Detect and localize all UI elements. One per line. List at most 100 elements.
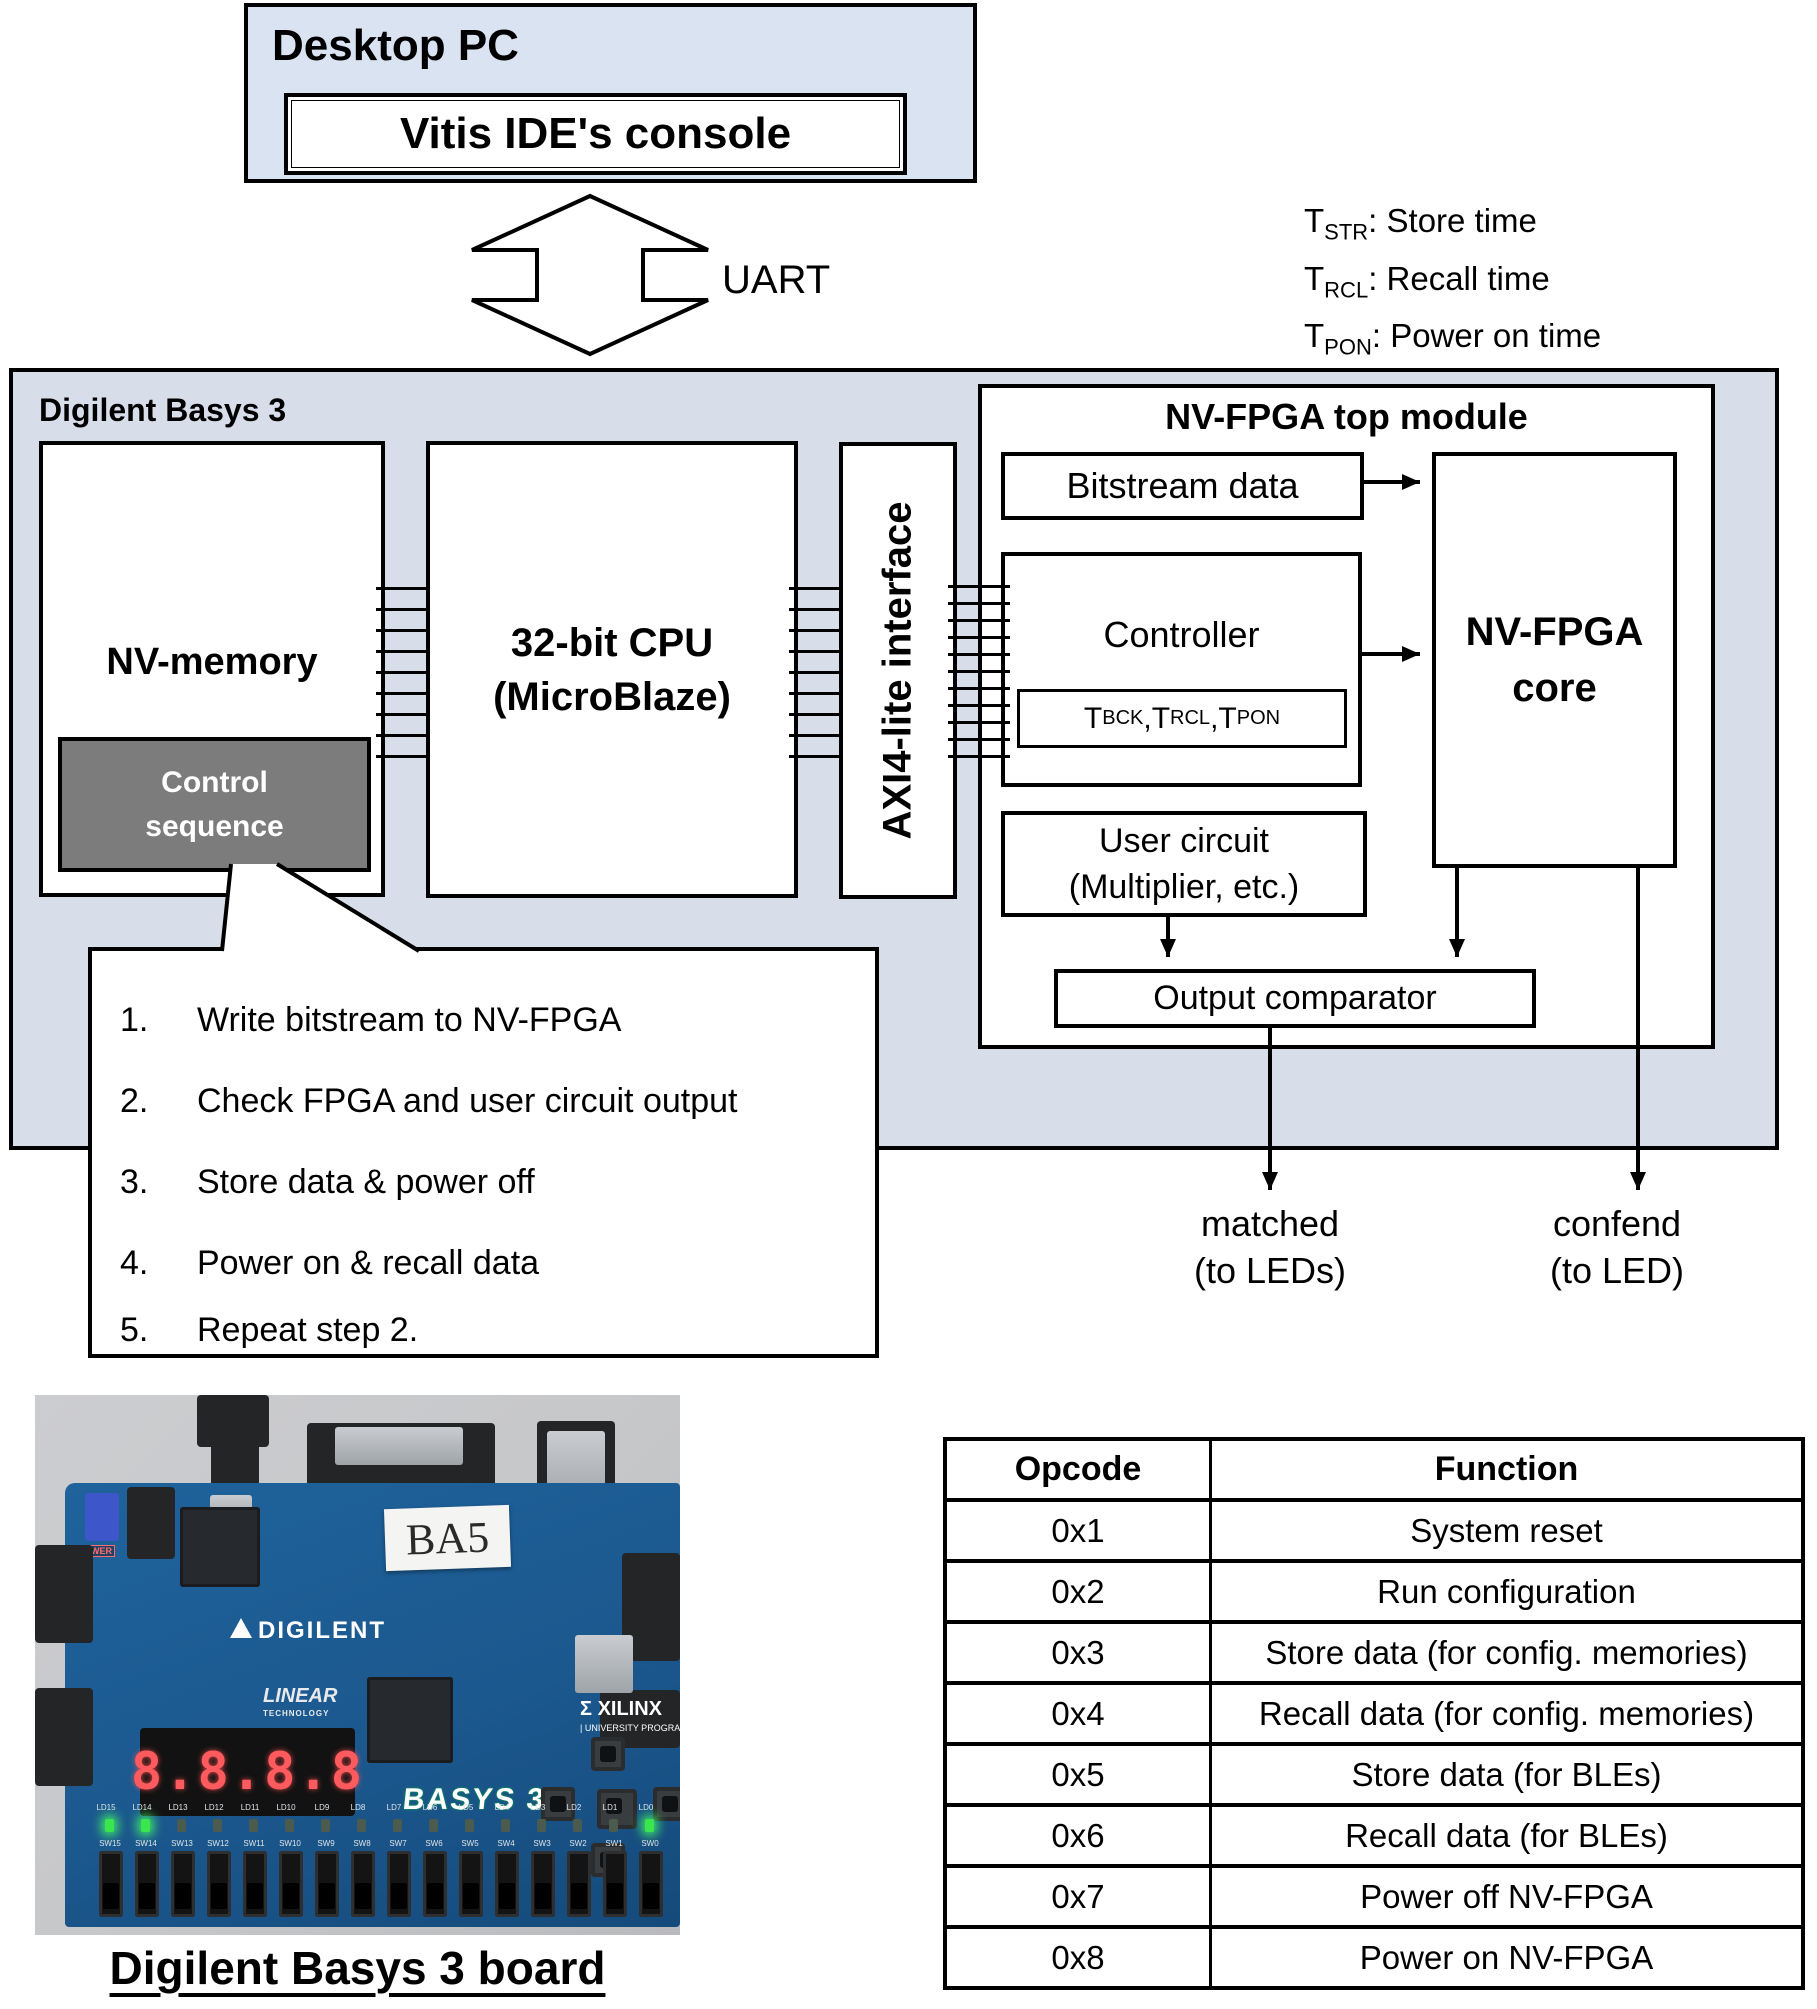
xilinx-logo: Σ XILINX| UNIVERSITY PROGRAM [580,1698,680,1733]
control-sequence-box: Control sequence [58,737,371,872]
led-indicator [177,1819,186,1832]
switch-label: SW0 [641,1839,659,1848]
controller-label: Controller [1103,614,1260,655]
led-indicator [645,1819,654,1832]
slide-switch [423,1851,447,1917]
led-label: LD4 [494,1803,510,1812]
slide-switch [315,1851,339,1917]
btnr-button [653,1787,680,1821]
fpga-chip [367,1677,453,1763]
bus-ladder-axi-controller [948,585,1010,763]
axi4-lite-interface-label: AXI4-lite interface [875,501,920,840]
digilent-basys3-title: Digilent Basys 3 [39,392,287,428]
uart-label: UART [722,258,831,302]
legend-line-store: TSTR: Store time [1304,202,1537,245]
led-indicator [249,1819,258,1832]
led-label: LD12 [204,1803,224,1812]
vga-connector-shell [335,1427,463,1465]
cpu-line2: (MicroBlaze) [493,674,731,719]
switch-label: SW6 [425,1839,443,1848]
jumper-block [85,1493,119,1541]
vitis-console-box: Vitis IDE's console [284,93,907,175]
led-indicator [321,1819,330,1832]
user-circuit-box: User circuit (Multiplier, etc.) [1001,811,1367,917]
bitstream-data-box: Bitstream data [1001,452,1364,520]
vitis-console-label: Vitis IDE's console [399,109,792,158]
led-indicator [213,1819,222,1832]
led-indicator [501,1819,510,1832]
slide-switch [351,1851,375,1917]
matched-output-label: matched (to LEDs) [1193,1203,1347,1291]
led-label: LD10 [276,1803,296,1812]
nvfpga-top-module-box: NV-FPGA top module Bitstream data Contro… [978,384,1715,1049]
led-label: LD14 [132,1803,152,1812]
slide-switch [99,1851,123,1917]
bitstream-data-label: Bitstream data [1066,465,1299,506]
confend-output-label: confend (to LED) [1549,1203,1685,1291]
slide-switch [243,1851,267,1917]
led-label: LD1 [602,1803,618,1812]
slide-switch [279,1851,303,1917]
led-indicator [393,1819,402,1832]
switch-label: SW3 [533,1839,551,1848]
nv-memory-label: NV-memory [106,641,318,683]
user-circuit-line1: User circuit [1098,822,1270,860]
aux-chip [180,1507,260,1587]
seven-segment-display: 8.8.8.8 [131,1728,362,1816]
switch-label: SW11 [243,1839,265,1848]
control-sequence-line2: sequence [145,809,284,843]
led-indicator [141,1819,150,1832]
led-label: LD3 [530,1803,546,1812]
power-switch [127,1487,175,1559]
ba5-sticker: BA5 [383,1504,512,1572]
switch-label: SW4 [497,1839,515,1848]
board-photo-caption: Digilent Basys 3 board [109,1942,606,1994]
opcode-column-header: Opcode [1014,1450,1142,1488]
led-label: LD5 [458,1803,474,1812]
slide-switch [207,1851,231,1917]
nv-memory-box: NV-memory Control sequence [39,441,385,897]
led-label: LD8 [350,1803,366,1812]
user-circuit-line2: (Multiplier, etc.) [1068,868,1300,906]
uart-double-arrow-icon [471,193,709,357]
led-indicator [609,1819,618,1832]
legend-line-poweron: TPON: Power on time [1304,317,1602,360]
nvfpga-core-box: NV-FPGA core [1432,452,1677,868]
led-indicator [105,1819,114,1832]
bus-ladder-cpu-axi [789,587,839,759]
switch-label: SW1 [605,1839,623,1848]
output-comparator-label: Output comparator [1153,979,1437,1017]
desktop-pc-box: Desktop PC Vitis IDE's console [244,3,977,183]
table-header-row: Opcode Function [947,1441,1801,1498]
slide-switch [567,1851,591,1917]
pmod-header-jxadc [35,1688,93,1786]
bus-ladder-nvmem-cpu [376,587,426,759]
cpu-box: 32-bit CPU (MicroBlaze) [426,441,798,898]
control-sequence-callout: 1.Write bitstream to NV-FPGA 2.Check FPG… [88,947,879,1358]
function-column-header: Function [1209,1441,1801,1498]
switch-label: SW2 [569,1839,587,1848]
slide-switch [531,1851,555,1917]
slide-switch [459,1851,483,1917]
slide-switch [387,1851,411,1917]
btnl-button [541,1787,575,1821]
digilent-logo: DIGILENT [230,1617,386,1645]
led-label: LD0 [638,1803,654,1812]
switch-label: SW8 [353,1839,371,1848]
led-indicator [573,1819,582,1832]
pmod-header-ja [35,1545,93,1643]
slide-switch [135,1851,159,1917]
usb-cable-plug [211,1433,259,1491]
nvfpga-core-line2: core [1512,666,1597,710]
